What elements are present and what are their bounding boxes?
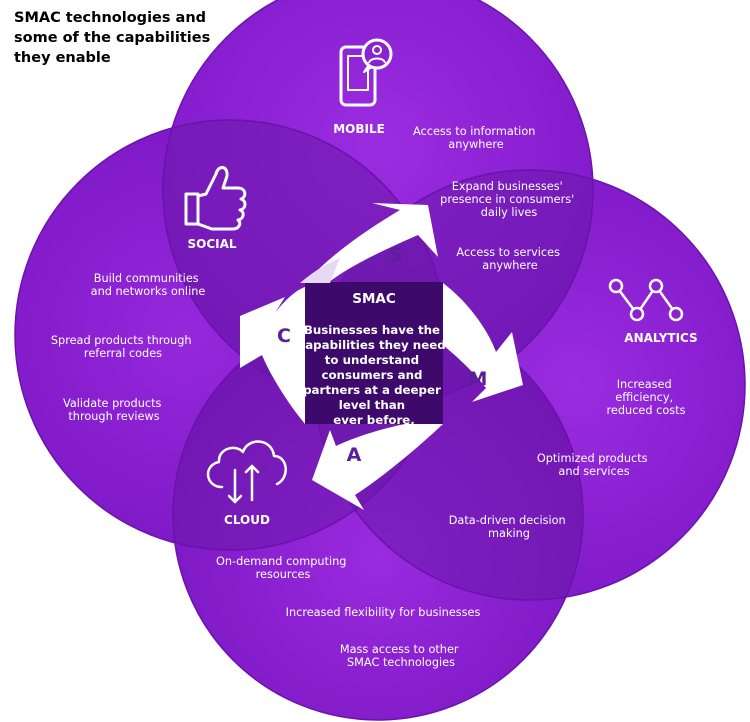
mobile-heading: MOBILE <box>333 122 385 136</box>
social-capability: Validate products through reviews <box>63 397 165 423</box>
cloud-transfer-icon <box>206 440 287 504</box>
center-line: level than <box>339 398 405 412</box>
swirl-arrows <box>240 203 523 510</box>
arrow-s <box>305 203 438 283</box>
center-line: consumers and <box>321 368 422 382</box>
arrow-letter-a: A <box>347 444 362 466</box>
center-description: Businesses have the capabilities they ne… <box>298 323 450 427</box>
analytics-capability: Data-driven decision making <box>449 514 570 540</box>
mobile-user-icon <box>339 38 393 107</box>
arrow-a <box>312 424 443 510</box>
center-line: to understand <box>325 353 419 367</box>
center-line: partners at a deeper <box>303 383 441 397</box>
cloud-heading: CLOUD <box>224 513 270 527</box>
center-line: capabilities they need <box>298 338 445 352</box>
cloud-section: CLOUD On-demand computing resources Incr… <box>206 440 481 669</box>
social-heading: SOCIAL <box>187 237 236 251</box>
title-line: SMAC technologies and <box>14 10 207 26</box>
analytics-capability: Increased efficiency, reduced costs <box>607 378 686 417</box>
social-capability: Build communities and networks online <box>91 272 206 298</box>
analytics-heading: ANALYTICS <box>624 331 697 345</box>
social-capability: Spread products through referral codes <box>51 334 195 360</box>
center-line: Businesses have the <box>304 323 440 337</box>
arrow-letter-m: M <box>469 368 488 390</box>
mobile-capability: Expand businesses' presence in consumers… <box>440 180 578 219</box>
line-graph-icon <box>608 278 684 322</box>
social-section: SOCIAL Build communities and networks on… <box>51 166 247 423</box>
mobile-capability: Access to information anywhere <box>413 125 539 151</box>
arrow-m <box>443 283 523 402</box>
mobile-capability: Access to services anywhere <box>456 246 563 272</box>
thumbs-up-icon <box>184 166 247 231</box>
title-line: some of the capabilities <box>14 30 211 46</box>
analytics-section: ANALYTICS Increased efficiency, reduced … <box>449 278 698 540</box>
title-line: they enable <box>14 50 111 66</box>
center-panel <box>305 282 443 424</box>
arrow-letter-c: C <box>277 325 291 347</box>
center-line: ever before. <box>333 413 415 427</box>
cloud-capability: Increased flexibility for businesses <box>286 606 481 619</box>
cloud-capability: On-demand computing resources <box>216 555 350 581</box>
arrow-letter-s: S <box>389 244 403 266</box>
analytics-capability: Optimized products and services <box>537 452 651 478</box>
cloud-capability: Mass access to other SMAC technologies <box>340 643 462 669</box>
page-title: SMAC technologies and some of the capabi… <box>14 8 274 68</box>
center-title: SMAC <box>352 291 396 307</box>
mobile-section: MOBILE Access to information anywhere Ex… <box>333 38 578 272</box>
arrow-c <box>240 287 305 424</box>
